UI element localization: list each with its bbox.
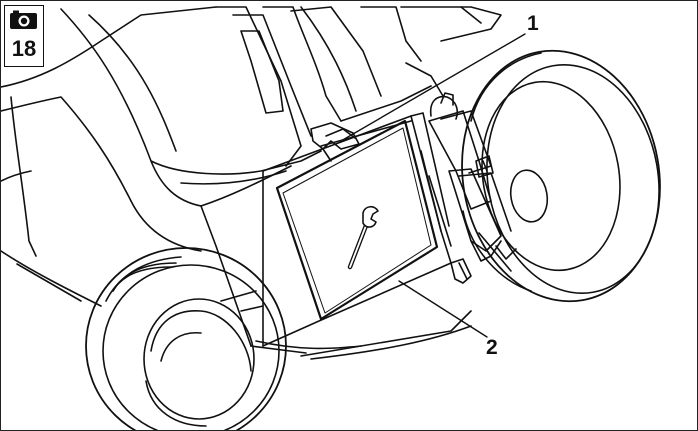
figure-badge: 18 xyxy=(4,5,44,67)
camera-icon xyxy=(10,10,37,29)
machine-hood xyxy=(150,6,502,207)
callout-label-2: 2 xyxy=(486,336,498,359)
front-wheel xyxy=(85,247,287,430)
machine-body xyxy=(1,6,472,360)
leader-line-1 xyxy=(340,33,526,142)
wrench-icon xyxy=(347,205,379,270)
accessory-cover xyxy=(275,119,439,321)
leader-line-2 xyxy=(398,280,488,338)
callout-label-1: 1 xyxy=(527,12,539,35)
bottom-latch xyxy=(450,258,472,284)
rear-wheel xyxy=(461,49,661,303)
panel-housing xyxy=(262,112,452,347)
figure-number: 18 xyxy=(11,36,37,61)
